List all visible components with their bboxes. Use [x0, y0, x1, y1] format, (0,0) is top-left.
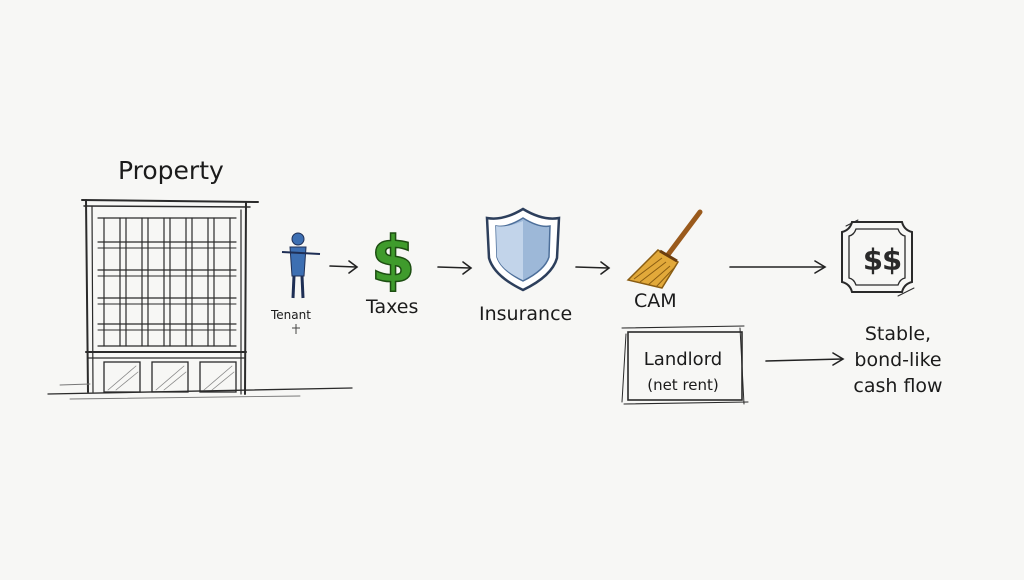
arrow-insurance-to-cam [575, 261, 611, 275]
property-title: Property [118, 156, 224, 185]
landlord-sublabel: (net rent) [647, 376, 719, 394]
arrow-tenant-to-taxes [329, 260, 359, 274]
tenant-label: Tenant [271, 308, 311, 322]
landlord-box [621, 325, 749, 405]
svg-text:$: $ [371, 224, 416, 298]
arrow-taxes-to-insurance [437, 261, 473, 275]
arrow-landlord-to-outcome [765, 352, 845, 366]
outcome-label: Stable, bond-like cash flow [853, 323, 943, 397]
taxes-label: Taxes [366, 296, 419, 318]
shield-icon [485, 207, 561, 292]
cam-label: CAM [634, 290, 677, 312]
dollar-sign-icon: $ [370, 223, 416, 299]
flow-arrows [329, 260, 845, 366]
arrow-cam-to-cash [729, 260, 827, 274]
person-icon [281, 232, 321, 334]
cash-symbol: $$ [862, 243, 902, 277]
broom-icon [626, 209, 703, 289]
cash-note-icon [841, 219, 915, 297]
building-icon [47, 199, 353, 400]
landlord-label: Landlord [643, 349, 723, 370]
insurance-label: Insurance [479, 303, 573, 325]
